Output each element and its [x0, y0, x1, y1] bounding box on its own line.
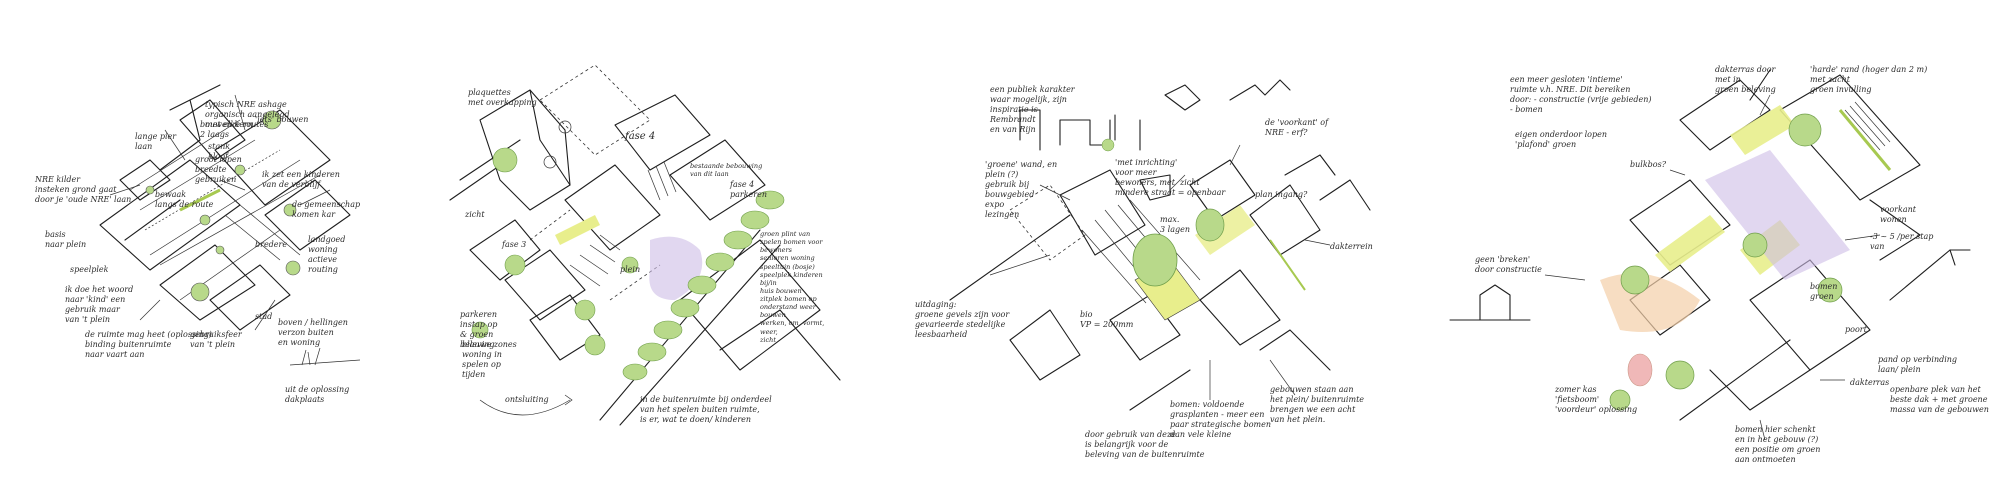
note-4-9: bomen groen — [1810, 282, 1838, 301]
note-3-10: bio VP = 200mm — [1080, 310, 1134, 329]
note-2-11: in de buitenruimte bij onderdeel van het… — [640, 395, 772, 424]
note-2-2: fase 4 — [625, 131, 656, 142]
tree-1 — [1788, 113, 1822, 147]
note-2-5: zicht — [465, 210, 485, 219]
tree-1 — [262, 110, 282, 130]
note-1-11: bredere — [255, 240, 288, 249]
note-2-1: plaquettes met overkapping — [468, 88, 537, 107]
marker-2 — [543, 155, 557, 169]
note-4-7: voorkant wonen — [1880, 205, 1916, 224]
note-1-20: 'iets' bouwen — [255, 115, 309, 124]
sketch-3-drawing — [949, 79, 1371, 411]
tree-b — [1195, 208, 1225, 242]
tree-c — [574, 299, 596, 321]
note-1-6: ik zet een kinderen van de verblijf — [262, 170, 340, 189]
note-2-3: bestaande bebouwing van dit laan — [690, 162, 763, 179]
sketch-2: plaquettes met overkapping fase 4 bestaa… — [420, 0, 841, 500]
tree-6 — [234, 164, 246, 176]
sketch-3: een publiek karakter waar mogelijk, zijn… — [910, 0, 1390, 500]
note-1-4: NRE kilder insteken grond gaat door je '… — [35, 175, 132, 204]
tree-e — [471, 321, 489, 339]
note-3-12: gebouwen staan aan het plein/ buitenruim… — [1270, 385, 1365, 424]
sketch-4: een meer gesloten 'intieme' ruimte v.h. … — [1449, 0, 2000, 500]
sketch-2-drawing — [449, 64, 841, 426]
tree-f — [621, 256, 639, 274]
note-1-8: de gemeenschap komen kar — [292, 200, 361, 219]
sketch-1-drawing — [99, 84, 361, 366]
sketch-4-drawing — [1449, 69, 1971, 441]
note-1-9: basis naar plein — [45, 230, 87, 249]
tree-8 — [215, 245, 225, 255]
note-4-3: 'harde' rand (hoger dan 2 m) met zacht g… — [1810, 65, 1928, 94]
note-2-12: plein — [620, 265, 641, 274]
note-4-10: poort — [1845, 325, 1867, 334]
tree-5 — [199, 214, 211, 226]
note-1-14: gebruik maar van 't plein — [65, 305, 120, 324]
note-1-10: landgoed woning actieve routing — [308, 235, 346, 274]
note-1-15: de ruimte mag heet (oplossing) binding b… — [85, 330, 213, 359]
note-2-10: ontsluiting — [505, 395, 549, 404]
marker-1 — [558, 120, 572, 134]
note-1-7: bewaak langs de route — [155, 190, 214, 209]
note-2-9: blauwe zones woning in spelen op tijden — [462, 340, 517, 379]
note-4-11: pand op verbinding laan/ plein — [1878, 355, 1958, 374]
note-3-13: door gebruik van deze is belangrijk voor… — [1085, 430, 1205, 459]
note-1-18: boven / hellingen verzon buiten en wonin… — [278, 318, 348, 347]
tree-2 — [190, 282, 210, 302]
note-3-8: dakterrein — [1330, 242, 1373, 251]
note-4-8: -3 ~ 5 /per stap van — [1870, 232, 1934, 251]
note-3-3: 'met inrichting' voor meer bewoners, met… — [1115, 158, 1226, 197]
sketch-1: typisch NRE ashage organisch aangelegd m… — [35, 0, 380, 500]
note-4-5: bulkbos? — [1630, 160, 1667, 169]
note-3-11: bomen: voldoende grasplanten - meer een … — [1170, 400, 1271, 439]
note-2-4: fase 4 parkeren — [730, 180, 768, 199]
note-1-19: uit de oplossing dakplaats — [285, 385, 350, 404]
note-1-3: stank kloof — [208, 142, 231, 161]
note-4-6: geen 'breken' door constructie — [1475, 255, 1542, 274]
tree-4 — [283, 203, 297, 217]
tree-3 — [285, 260, 301, 276]
tree-row — [622, 190, 785, 381]
note-3-7: zicht — [1180, 178, 1200, 187]
note-3-2: 'groene' wand, en plein (?) gebruik bij … — [985, 160, 1058, 219]
tree-d — [584, 334, 606, 356]
tree-5 — [1665, 360, 1695, 390]
note-4-4: eigen onderdoor lopen 'plafond' groen — [1515, 130, 1607, 149]
note-1-1: typisch NRE ashage organisch aangelegd m… — [205, 100, 290, 129]
tree-4 — [1817, 277, 1843, 303]
tree-a — [492, 147, 518, 173]
note-3-6: max. 3 lagen — [1160, 215, 1190, 234]
note-4-1: een meer gesloten 'intieme' ruimte v.h. … — [1510, 75, 1652, 114]
note-4-15: bomen hier schenkt en in het gebouw (?) … — [1735, 425, 1821, 464]
note-2-6: fase 3 — [502, 240, 527, 249]
tree-7 — [145, 185, 155, 195]
note-1-5: groot lopen breedte gebruiken — [195, 155, 242, 184]
note-4-2: dakterras door met in groen beleving — [1715, 65, 1776, 94]
tree-6 — [1609, 389, 1631, 411]
note-2-7: groen plint van spelen bomen voor bewone… — [760, 230, 825, 344]
note-1-2: lange pier laan — [135, 132, 177, 151]
large-tree — [1132, 233, 1178, 287]
note-1-12: speelplek — [70, 265, 109, 274]
note-3-9: uitdaging: groene gevels zijn voor gevar… — [915, 300, 1010, 339]
tree-b — [504, 254, 526, 276]
tree-2 — [1620, 265, 1650, 295]
note-1-16: gebruiksfeer van 't plein — [190, 330, 242, 349]
note-4-12: dakterras — [1850, 378, 1890, 387]
note-1-13: ik doe het woord naar 'kind' een — [65, 285, 134, 304]
tree-c — [1101, 138, 1115, 152]
note-1-17: stad — [255, 312, 273, 321]
note-3-5: plan ingang? — [1255, 190, 1308, 199]
note-3-1: een publiek karakter waar mogelijk, zijn… — [990, 85, 1075, 134]
tree-3 — [1742, 232, 1768, 258]
note-2-8: parkeren instap op & groen beleving — [460, 310, 498, 349]
note-1-21: bouwen kern 2 laags — [200, 120, 253, 139]
note-3-4: de 'voorkant' of NRE - erf? — [1265, 118, 1329, 137]
lilac-zone — [1705, 150, 1850, 280]
note-4-13: openbare plek van het beste dak + met gr… — [1890, 385, 1989, 414]
note-4-14: zomer kas 'fietsboom' 'voordeur' oplossi… — [1555, 385, 1638, 414]
tree-marks — [145, 110, 301, 302]
